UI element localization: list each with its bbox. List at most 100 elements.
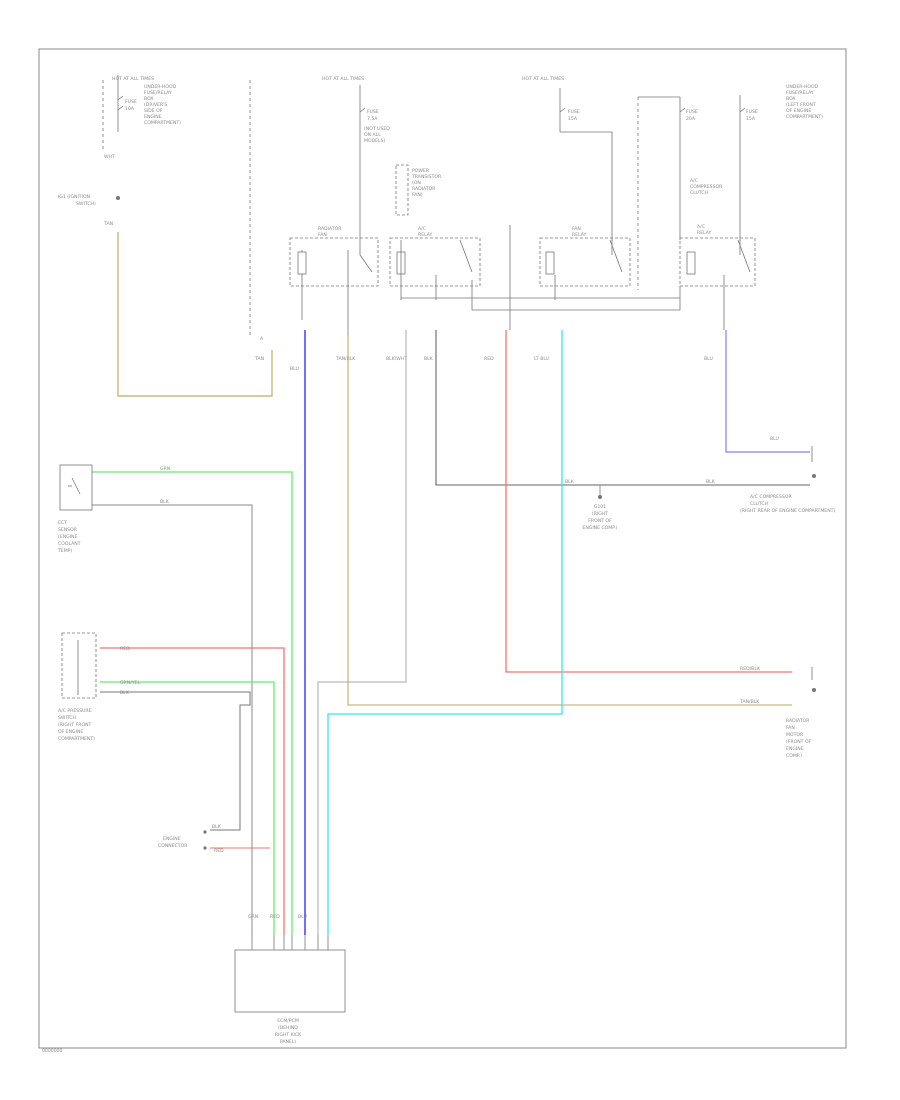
ecm-pcm: GRN RED BLU ECM/PCM (BEHIND RIGHT KICK P…	[234, 914, 346, 1045]
svg-text:FUSE: FUSE	[746, 109, 758, 115]
svg-text:ON ALL: ON ALL	[364, 132, 381, 138]
svg-text:7.5A: 7.5A	[367, 116, 378, 122]
footer-code: 0000000	[42, 1048, 63, 1054]
svg-text:FAN: FAN	[786, 725, 795, 731]
svg-text:COMPARTMENT): COMPARTMENT)	[144, 120, 181, 126]
svg-text:10A: 10A	[125, 106, 135, 112]
wire-red-right	[505, 330, 792, 673]
wire-tan-center	[347, 335, 792, 706]
svg-text:(FRONT OF: (FRONT OF	[786, 739, 812, 745]
svg-text:BOX: BOX	[786, 96, 796, 102]
svg-text:UNDER-HOOD: UNDER-HOOD	[786, 84, 819, 90]
svg-text:ENGINE: ENGINE	[144, 114, 162, 120]
svg-text:BLK: BLK	[565, 479, 575, 485]
svg-text:IG1 (IGNITION: IG1 (IGNITION	[58, 194, 90, 200]
radiator-fan-relay: RADIATOR FAN	[289, 226, 379, 335]
svg-text:A/C: A/C	[418, 226, 426, 232]
svg-text:(ON: (ON	[412, 180, 421, 186]
svg-text:HOT AT ALL TIMES: HOT AT ALL TIMES	[112, 76, 154, 82]
svg-text:GRN: GRN	[248, 914, 258, 920]
svg-text:MODELS): MODELS)	[364, 138, 385, 144]
svg-text:TEMP): TEMP)	[57, 548, 72, 554]
svg-text:SIDE OF: SIDE OF	[144, 108, 163, 114]
svg-text:(NOT USED: (NOT USED	[364, 126, 390, 132]
svg-text:A/C: A/C	[697, 224, 705, 230]
svg-text:RADIATOR: RADIATOR	[786, 718, 810, 724]
svg-text:15A: 15A	[746, 116, 756, 122]
svg-text:RADIATOR: RADIATOR	[412, 186, 436, 192]
svg-text:FUSE/RELAY: FUSE/RELAY	[144, 90, 172, 96]
svg-text:(LEFT FRONT: (LEFT FRONT	[786, 102, 816, 108]
svg-text:GRN/YEL: GRN/YEL	[120, 680, 140, 686]
wire-black-ect	[92, 504, 253, 935]
svg-text:OF ENGINE: OF ENGINE	[58, 729, 83, 735]
svg-text:RED: RED	[214, 848, 224, 854]
svg-text:CONNECTOR: CONNECTOR	[158, 843, 188, 849]
under-hood-fuse-box-left: HOT AT ALL TIMES FUSE 10A UNDER-HOOD FUS…	[58, 75, 181, 227]
svg-text:FAN: FAN	[572, 226, 581, 232]
svg-text:BLK/WHT: BLK/WHT	[386, 356, 407, 362]
svg-text:BLK: BLK	[424, 356, 434, 362]
svg-text:BLK: BLK	[212, 824, 222, 830]
svg-text:GRN: GRN	[160, 466, 170, 472]
svg-text:TRANSISTOR: TRANSISTOR	[411, 174, 442, 180]
ac-compressor-clutch: BLU A/C COMPRESSOR CLUTCH (RIGHT REAR OF…	[740, 436, 835, 514]
diagram-frame	[38, 48, 847, 1049]
svg-text:FAN): FAN)	[412, 192, 423, 198]
wire-green-acp	[100, 681, 275, 935]
wire-red-acp	[100, 647, 285, 935]
svg-text:CLUTCH: CLUTCH	[750, 501, 768, 507]
svg-text:ECM/PCM: ECM/PCM	[277, 1018, 299, 1024]
svg-text:RED: RED	[484, 356, 494, 362]
svg-text:ENGINE: ENGINE	[163, 836, 181, 842]
svg-text:A: A	[260, 336, 264, 342]
svg-text:UNDER-HOOD: UNDER-HOOD	[144, 84, 177, 90]
engine-connector-ground: ENGINE CONNECTOR BLK RED	[158, 824, 224, 854]
svg-text:(RIGHT REAR OF ENGINE COMPARTM: (RIGHT REAR OF ENGINE COMPARTMENT)	[740, 508, 835, 514]
ground-g101: G101 (RIGHT FRONT OF ENGINE COMP.) BLK B…	[565, 479, 716, 531]
wire-black-ground	[435, 330, 810, 486]
wire-lt-blue	[327, 330, 563, 935]
hot-at-all-times-middle: HOT AT ALL TIMES FUSE 7.5A (NOT USED ON …	[322, 76, 390, 255]
relay-ac-compressor: A/C RELAY	[679, 224, 756, 330]
svg-text:ENGINE COMP.): ENGINE COMP.)	[582, 525, 617, 531]
svg-text:BLK: BLK	[160, 499, 170, 505]
svg-text:PANEL): PANEL)	[280, 1039, 297, 1045]
svg-text:RADIATOR: RADIATOR	[318, 226, 342, 232]
ac-pressure-switch: A/C PRESSURE SWITCH (RIGHT FRONT OF ENGI…	[58, 632, 140, 742]
svg-text:CLUTCH: CLUTCH	[690, 190, 708, 196]
hot-at-all-times-right: HOT AT ALL TIMES FUSE 15A FUSE 20A FUSE …	[522, 76, 823, 290]
svg-text:A/C: A/C	[690, 178, 698, 184]
svg-text:RELAY: RELAY	[572, 232, 587, 238]
svg-text:HOT AT ALL TIMES: HOT AT ALL TIMES	[522, 76, 564, 82]
svg-text:(ENGINE: (ENGINE	[58, 534, 77, 540]
svg-text:ENGINE: ENGINE	[786, 746, 804, 752]
svg-text:TAN: TAN	[254, 356, 264, 362]
svg-text:WHT: WHT	[104, 154, 115, 160]
svg-text:RIGHT KICK: RIGHT KICK	[275, 1032, 302, 1038]
svg-text:A/C PRESSURE: A/C PRESSURE	[58, 708, 92, 714]
svg-text:MOTOR: MOTOR	[786, 732, 804, 738]
svg-text:(RIGHT: (RIGHT	[592, 511, 608, 517]
svg-text:FUSE: FUSE	[686, 109, 698, 115]
svg-text:15A: 15A	[568, 116, 578, 122]
radiator-fan-motor: RED/BLK TAN/BLK RADIATOR FAN MOTOR (FRON…	[739, 666, 816, 759]
svg-text:RELAY: RELAY	[418, 232, 433, 238]
svg-text:SWITCH): SWITCH)	[76, 201, 96, 207]
svg-text:BLU: BLU	[290, 366, 299, 372]
svg-text:RED: RED	[120, 646, 130, 652]
svg-text:TAN/BLK: TAN/BLK	[335, 356, 356, 362]
wire-tan-left	[117, 232, 273, 397]
svg-text:(BEHIND: (BEHIND	[278, 1025, 298, 1031]
svg-text:FUSE: FUSE	[568, 109, 580, 115]
svg-text:FAN: FAN	[318, 232, 327, 238]
svg-text:A/C COMPRESSOR: A/C COMPRESSOR	[750, 494, 792, 500]
svg-text:FRONT OF: FRONT OF	[588, 518, 612, 524]
pgm-fi-relay: A/C RELAY	[389, 226, 481, 300]
svg-text:FUSE: FUSE	[367, 109, 379, 115]
svg-text:FUSE/RELAY: FUSE/RELAY	[786, 90, 814, 96]
svg-text:G101: G101	[594, 504, 606, 510]
svg-text:LT BLU: LT BLU	[534, 356, 549, 362]
fuse-label: FUSE	[125, 99, 137, 105]
